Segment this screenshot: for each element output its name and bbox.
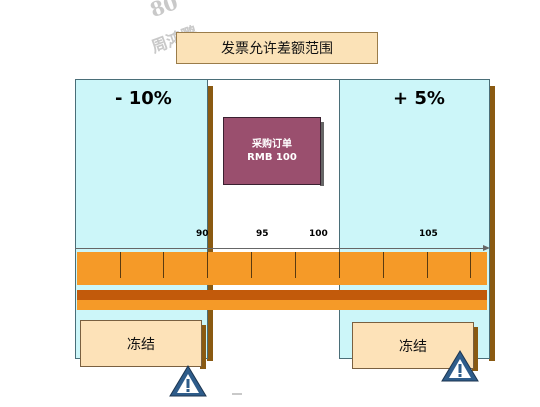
- scale-tick: [251, 252, 252, 278]
- lower-tolerance-zone: [75, 79, 208, 359]
- tick-label-95: 95: [256, 229, 269, 239]
- scale-tick: [339, 252, 340, 278]
- upper-tolerance-zone: [339, 79, 490, 359]
- scale-band-stripe: [77, 290, 487, 300]
- scale-tick: [427, 252, 428, 278]
- axis-line: [75, 248, 485, 249]
- scale-tick: [470, 252, 471, 278]
- scale-band: [77, 252, 487, 285]
- scale-tick: [295, 252, 296, 278]
- warning-triangle-icon: [169, 365, 207, 397]
- freeze-label-right: 冻结: [352, 322, 474, 369]
- watermark-dash: [232, 393, 242, 395]
- scale-tick: [163, 252, 164, 278]
- zone-top-line: [206, 79, 340, 80]
- scale-tick: [383, 252, 384, 278]
- purchase-order-title: 采购订单: [252, 139, 292, 150]
- purchase-order-amount: RMB 100: [247, 152, 297, 163]
- tick-label-100: 100: [309, 229, 328, 239]
- po-box-shadow: [320, 122, 324, 186]
- scale-band-lower: [77, 300, 487, 310]
- diagram-title: 发票允许差额范围: [176, 32, 378, 64]
- scale-tick: [207, 252, 208, 278]
- axis-arrow-icon: [483, 245, 490, 251]
- freeze-left-shadow: [200, 325, 206, 369]
- tick-label-105: 105: [419, 229, 438, 239]
- upper-tolerance-label: + 5%: [393, 88, 445, 109]
- tick-label-90: 90: [196, 229, 209, 239]
- freeze-label-left: 冻结: [80, 320, 202, 367]
- purchase-order-box: 采购订单 RMB 100: [223, 117, 321, 185]
- left-zone-shadow: [207, 86, 213, 361]
- lower-tolerance-label: - 10%: [115, 88, 172, 109]
- watermark-number: 80: [146, 0, 182, 23]
- scale-tick: [120, 252, 121, 278]
- freeze-right-shadow: [472, 327, 478, 371]
- right-zone-shadow: [489, 86, 495, 361]
- warning-triangle-icon: [441, 350, 479, 382]
